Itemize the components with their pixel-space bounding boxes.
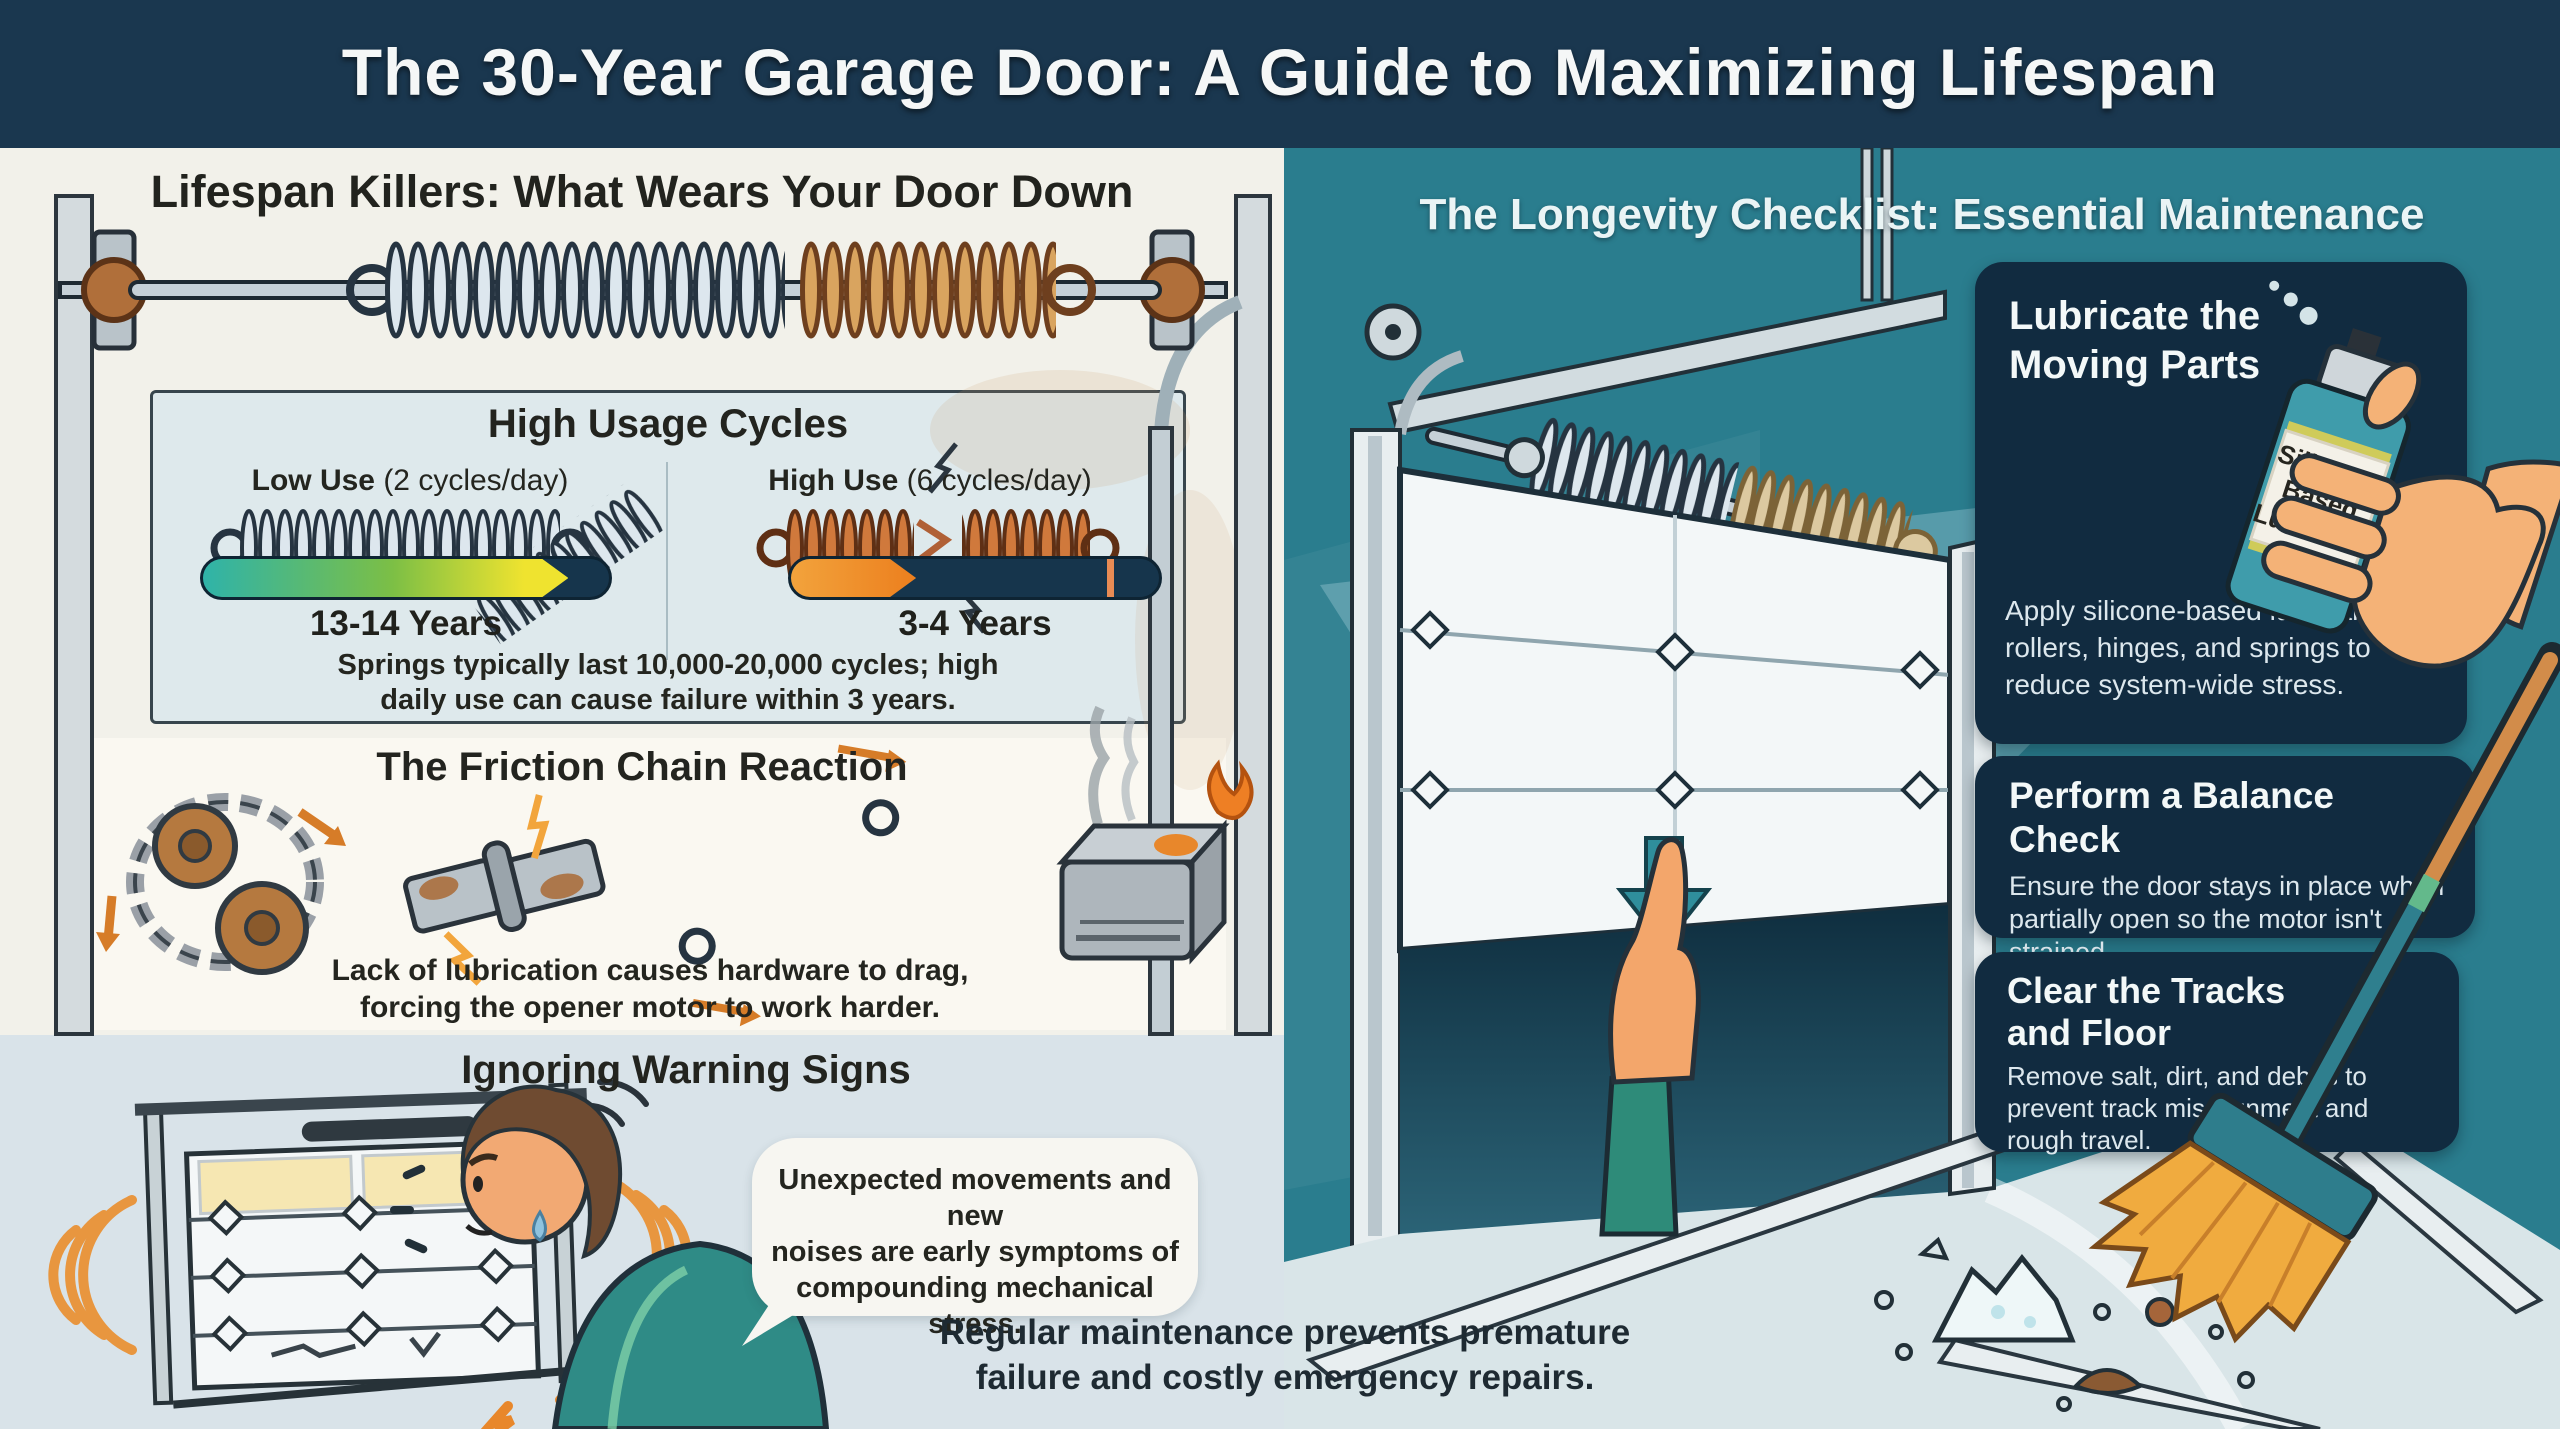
ceiling-track: [1387, 148, 1947, 436]
broom-head-group: [2088, 1092, 2378, 1344]
right-section-header: The Longevity Checklist: Essential Maint…: [1419, 190, 2425, 239]
friction-caption: Lack of lubrication causes hardware to d…: [190, 952, 1110, 1026]
bottom-note-line2: failure and costly emergency repairs.: [975, 1358, 1595, 1397]
bottom-note-line1: Regular maintenance prevents premature: [939, 1313, 1631, 1352]
hand: [1608, 837, 1701, 1085]
low-use-lifespan-bar: [200, 556, 612, 600]
balance-check-hand: [1599, 837, 1701, 1237]
usage-heading: High Usage Cycles: [487, 402, 849, 446]
dirt-mound: [2072, 1368, 2144, 1395]
card-lubricate: Lubricate the Moving Parts Apply silicon…: [1975, 262, 2467, 744]
card-clear-tracks-title: Clear the Tracks and Floor: [2007, 970, 2427, 1054]
noise-dashes: [390, 1164, 428, 1254]
speech-bubble: [752, 1138, 1198, 1316]
hinge-icon: [403, 794, 606, 986]
low-use-label: Low Use (2 cycles/day): [170, 464, 650, 498]
crack-mark: [270, 1343, 356, 1359]
usage-column-divider: [666, 462, 668, 660]
eye: [473, 1176, 483, 1192]
torsion-spring-assembly: [58, 229, 1228, 351]
chain-icon: [96, 793, 346, 975]
card-lubricate-title-line1: Lubricate the: [2009, 294, 2261, 338]
usage-caption: Springs typically last 10,000-20,000 cyc…: [150, 648, 1186, 718]
broom-illustration: [2088, 642, 2560, 1344]
card-balance: Perform a Balance Check Ensure the door …: [1975, 756, 2475, 967]
silver-spring: [385, 238, 785, 342]
high-use-bar-tick: [1107, 559, 1115, 597]
page-title: The 30-Year Garage Door: A Guide to Maxi…: [341, 35, 2219, 109]
friction-heading: The Friction Chain Reaction: [376, 745, 908, 789]
bubble-line3: compounding mechanical stress.: [796, 1272, 1154, 1340]
bubble-line1: Unexpected movements and new: [778, 1164, 1172, 1232]
card-clear-tracks: Clear the Tracks and Floor Remove salt, …: [1975, 952, 2459, 1155]
man-hair: [460, 1084, 623, 1260]
card-clear-title-line1: Clear the Tracks: [2007, 970, 2286, 1011]
crack-mark: [409, 1331, 441, 1358]
broom-band: [2408, 873, 2440, 913]
spray-can-illustration: Silicone- Based Lubricant: [2225, 280, 2560, 669]
motor-icon: [1056, 705, 1254, 965]
card-lubricate-title-line2: Moving Parts: [2009, 343, 2261, 387]
usage-caption-line1: Springs typically last 10,000-20,000 cyc…: [337, 649, 999, 681]
usage-caption-line2: daily use can cause failure within 3 yea…: [380, 684, 956, 716]
bristle-lines: [2138, 1161, 2313, 1308]
left-illustrations: [48, 194, 1272, 1429]
low-use-rest: (2 cycles/day): [374, 464, 569, 497]
lit-window: [197, 1154, 355, 1216]
high-use-bar-fill: [791, 559, 916, 597]
high-use-years: 3-4 Years: [898, 604, 1052, 643]
high-use-rest: (6 cycles/day): [898, 464, 1092, 497]
low-use-bold: Low Use: [251, 464, 375, 497]
broom-handle-teal: [2276, 884, 2432, 1156]
broom-handle-wood: [2416, 652, 2558, 900]
salt-pile: [1931, 1253, 2076, 1343]
high-use-label: High Use (6 cycles/day): [690, 464, 1170, 498]
hand-back: [2351, 474, 2546, 669]
broom-bristles: [2088, 1140, 2352, 1344]
debris: [1874, 1236, 2255, 1412]
flame: [1207, 759, 1254, 820]
door-hinge-diamonds: [1410, 610, 1940, 810]
card-clear-title-line2: and Floor: [2007, 1012, 2171, 1053]
low-use-years: 13-14 Years: [309, 604, 503, 643]
card-balance-title: Perform a Balance Check: [2009, 775, 2334, 860]
eyebrow: [468, 1153, 499, 1167]
friction-caption-line1: Lack of lubrication causes hardware to d…: [331, 954, 969, 987]
left-section-header: Lifespan Killers: What Wears Your Door D…: [150, 166, 1134, 217]
title-bar: [0, 0, 2560, 148]
low-use-bar-fill: [203, 559, 568, 597]
card-lubricate-title: Lubricate the Moving Parts: [2009, 292, 2433, 390]
high-use-lifespan-bar: [788, 556, 1162, 600]
bubble-line2: noises are early symptoms of: [771, 1236, 1179, 1268]
rusty-spring: [800, 238, 1056, 342]
warning-heading: Ignoring Warning Signs: [461, 1048, 911, 1092]
high-use-bold: High Use: [768, 464, 899, 497]
friction-caption-line2: forcing the opener motor to work harder.: [359, 991, 941, 1024]
sleeve: [1599, 1062, 1679, 1237]
speech-bubble-text: Unexpected movements and new noises are …: [762, 1162, 1188, 1342]
frown: [465, 1224, 493, 1236]
spray-puffs: [2269, 280, 2318, 325]
fingers: [2261, 361, 2422, 604]
bottom-note: Regular maintenance prevents premature f…: [880, 1310, 1690, 1400]
opener-rail: [301, 1116, 478, 1142]
sweat-drop: [532, 1209, 547, 1242]
thumb: [2362, 361, 2422, 430]
